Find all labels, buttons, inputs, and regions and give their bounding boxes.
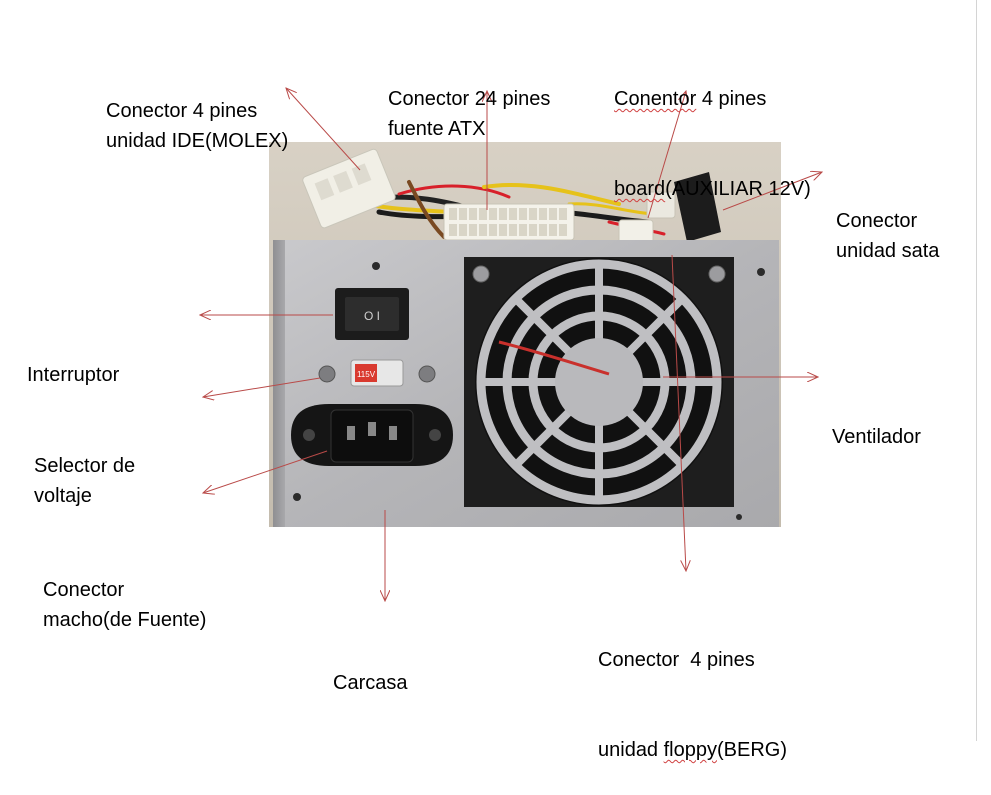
label-interruptor: Interruptor [27, 364, 120, 386]
page-edge [976, 0, 991, 741]
iec-power-inlet [291, 404, 453, 466]
atx-24pin-connector [443, 203, 575, 241]
label-ventilador: Ventilador [832, 426, 921, 448]
arrow-conector-macho [203, 450, 328, 493]
arrow-aux [647, 91, 686, 219]
power-supply-photo: O I 115V [269, 142, 781, 527]
fan-grille [464, 257, 734, 507]
arrow-floppy [671, 254, 686, 571]
rocker-switch: O I [335, 288, 409, 340]
callout-arrows [0, 0, 991, 741]
arrow-molex [286, 88, 361, 171]
label-floppy: Conector 4 pines unidad floppy(BERG) [598, 649, 787, 761]
arrow-sata [722, 172, 822, 211]
voltage-selector-switch: 115V [318, 359, 436, 387]
label-carcasa: Carcasa [333, 672, 408, 694]
molex-connector [302, 148, 396, 229]
arrow-selector [203, 377, 321, 397]
svg-text:115V: 115V [357, 370, 376, 379]
svg-text:O I: O I [364, 309, 380, 323]
sata-connector [674, 172, 721, 242]
label-aux-12v: Conentor 4 pines board(AUXILIAR 12V) [614, 88, 811, 200]
